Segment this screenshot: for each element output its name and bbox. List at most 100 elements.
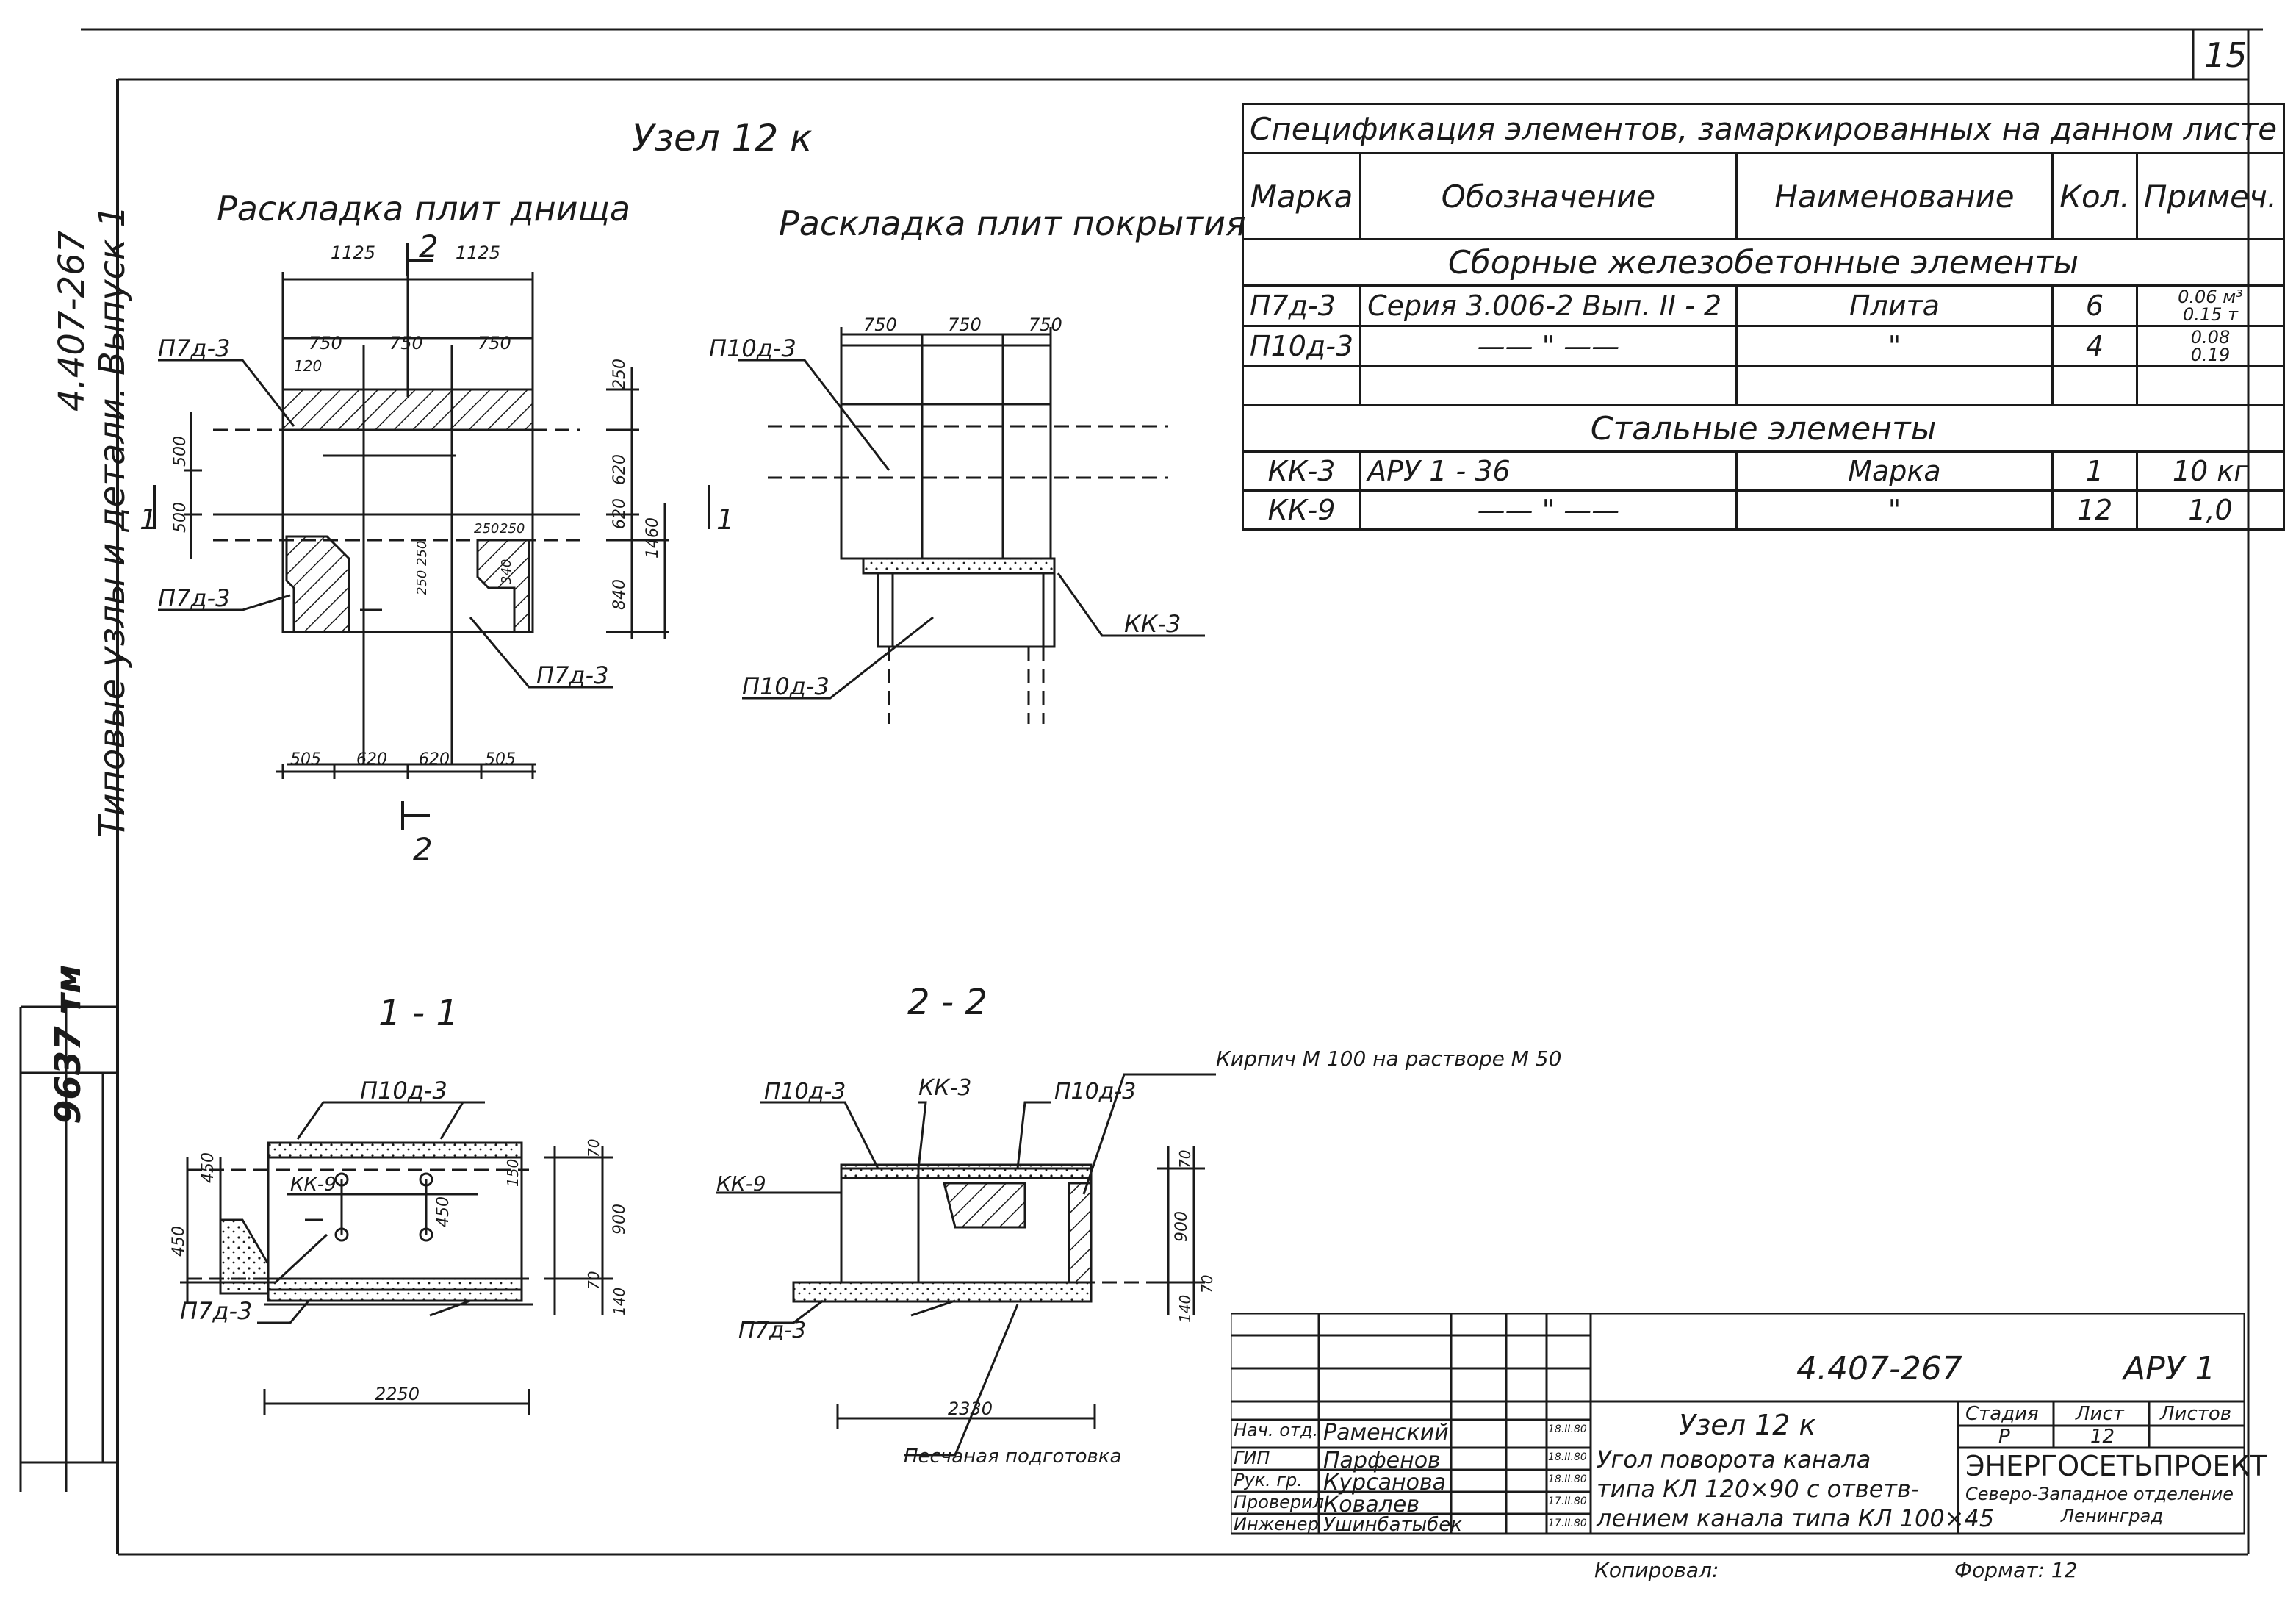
staff-name: Курсанова: [1323, 1470, 1447, 1496]
dim-inner-2: 250: [414, 570, 430, 595]
spec-cell-name: Марка: [1735, 450, 2054, 492]
dim-750-2: 750: [389, 333, 423, 353]
s22-label-1: П10д-3: [764, 1079, 846, 1105]
table-row: КК-3 АРУ 1 - 36 Марка 1 10 кг: [1241, 450, 2286, 492]
spec-note-top: 0.08: [2190, 327, 2231, 348]
spec-cell-name: Плита: [1735, 284, 2054, 327]
dim-750-1: 750: [309, 333, 342, 353]
spec-cell-designation: Серия 3.006-2 Вып. II - 2: [1359, 284, 1738, 327]
section-1-left: 1: [140, 503, 157, 536]
dim-top-1: 1125: [331, 243, 375, 263]
spec-cell-mark: П10д-3: [1241, 325, 1362, 367]
table-row: П7д-3 Серия 3.006-2 Вып. II - 2 Плита 6 …: [1241, 284, 2286, 327]
staff-role: Рук. гр.: [1234, 1470, 1303, 1490]
dim-right-3: 620: [611, 498, 629, 529]
table-row: КК-9 —— " —— " 12 1,0: [1241, 489, 2286, 531]
dim-750-3: 750: [478, 333, 511, 353]
format-label: Формат: 12: [1954, 1558, 2078, 1582]
staff-date: 17.II.80: [1548, 1518, 1587, 1529]
s11-dim-6: 900: [611, 1204, 629, 1235]
spec-note-top: 0.06 м³: [2178, 287, 2243, 307]
stage-label: Стадия: [1965, 1403, 2039, 1425]
s22-label-2: КК-3: [918, 1075, 972, 1101]
spec-cell-name: ": [1735, 325, 2054, 367]
s11-label-1: П10д-3: [360, 1077, 447, 1105]
dim-left-2: 500: [171, 502, 190, 533]
dim-inner-4: 250: [500, 521, 525, 536]
cover-label-3: П10д-3: [742, 672, 829, 700]
floor-label-3: П7д-3: [536, 661, 608, 689]
desc-line-4: лением канала типа КЛ 100×45: [1597, 1504, 1995, 1532]
s22-label-3: П10д-3: [1054, 1079, 1136, 1105]
spec-header-qty: Кол.: [2051, 152, 2138, 240]
section-mark-bottom: 2: [413, 831, 433, 867]
section-2-2-title: 2 - 2: [907, 982, 987, 1023]
s11-dim-1: 450: [199, 1152, 217, 1183]
dim-inner-5: 340: [499, 559, 514, 584]
dim-left-1: 500: [171, 436, 190, 467]
s22-dim-2: 900: [1173, 1211, 1191, 1242]
dim-bottom-1: 505: [290, 750, 321, 769]
staff-name: Ушинбатыбек: [1323, 1514, 1462, 1536]
spec-note-bottom: 0.19: [2190, 345, 2231, 365]
sheet-value: 12: [2090, 1426, 2115, 1448]
specification-table: Спецификация элементов, замаркированных …: [1241, 103, 2286, 531]
dim-right-2: 620: [611, 454, 629, 485]
section-1-1-title: 1 - 1: [378, 993, 458, 1034]
s11-dim-9: 2250: [375, 1384, 420, 1404]
spec-cell-note: 0.06 м³ 0.15 т: [2135, 284, 2286, 327]
dim-right-5: 840: [611, 579, 629, 610]
spec-header-note: Примеч.: [2135, 152, 2286, 240]
spec-cell-qty: 1: [2051, 450, 2138, 492]
staff-date: 17.II.80: [1548, 1496, 1587, 1507]
spec-cell-qty: 4: [2051, 325, 2138, 367]
table-row-empty: [1241, 365, 2286, 406]
title-block: 4.407-267 АРУ 1 Нач. отд. Раменский 18.I…: [1231, 1313, 2267, 1547]
cover-dim-1: 750: [863, 315, 897, 335]
spec-cell-name: ": [1735, 489, 2054, 531]
spec-cell-note: 1,0: [2135, 489, 2286, 531]
dim-bottom-4: 505: [485, 750, 516, 769]
dim-bottom-3: 620: [419, 750, 450, 769]
s11-label-2: КК-9: [290, 1174, 337, 1196]
org-city: Ленинград: [2061, 1506, 2163, 1526]
s11-dim-2: 450: [170, 1226, 188, 1257]
dim-120: 120: [294, 357, 322, 375]
staff-role: Нач. отд.: [1234, 1420, 1319, 1440]
staff-date: 18.II.80: [1548, 1451, 1587, 1463]
s22-dim-5: 2330: [948, 1398, 993, 1419]
section-1-right: 1: [716, 503, 734, 536]
desc-line-1: Узел 12 к: [1679, 1409, 1816, 1441]
sheet-label: Лист: [2076, 1403, 2124, 1425]
spec-cell-mark: П7д-3: [1241, 284, 1362, 327]
spec-section-concrete: Сборные железобетонные элементы: [1241, 238, 2286, 287]
s11-dim-7: 70: [585, 1271, 602, 1290]
doc-code: 4.407-267: [1796, 1350, 1962, 1387]
spec-header-mark: Марка: [1241, 152, 1362, 240]
staff-name: Ковалев: [1323, 1492, 1420, 1518]
sheet-number: 15: [2204, 35, 2248, 75]
s11-dim-3: 450: [434, 1196, 453, 1227]
staff-date: 18.II.80: [1548, 1423, 1587, 1435]
desc-line-2: Угол поворота канала: [1597, 1446, 1871, 1473]
s22-label-5: П7д-3: [738, 1318, 806, 1343]
spec-cell-mark: КК-3: [1241, 450, 1362, 492]
s11-dim-8: 140: [611, 1288, 628, 1315]
org-dept: Северо-Западное отделение: [1965, 1484, 2234, 1504]
dim-right-4: 1460: [644, 517, 662, 559]
staff-role: Инженер: [1234, 1514, 1319, 1534]
spec-header-designation: Обозначение: [1359, 152, 1738, 240]
spec-cell-designation: АРУ 1 - 36: [1359, 450, 1738, 492]
dim-inner-3: 250: [474, 521, 499, 536]
staff-role: ГИП: [1234, 1448, 1270, 1468]
s22-dim-1: 70: [1176, 1150, 1194, 1168]
s22-dim-3: 70: [1198, 1275, 1216, 1293]
spec-title: Спецификация элементов, замаркированных …: [1241, 103, 2286, 154]
s22-label-4: КК-9: [716, 1171, 766, 1196]
section-mark-top: 2: [419, 229, 439, 265]
spec-cell-mark: КК-9: [1241, 489, 1362, 531]
floor-label-2: П7д-3: [158, 584, 230, 612]
spec-header-name: Наименование: [1735, 152, 2054, 240]
desc-line-3: типа КЛ 120×90 с ответв-: [1597, 1475, 1920, 1503]
spec-section-steel: Стальные элементы: [1241, 404, 2286, 453]
